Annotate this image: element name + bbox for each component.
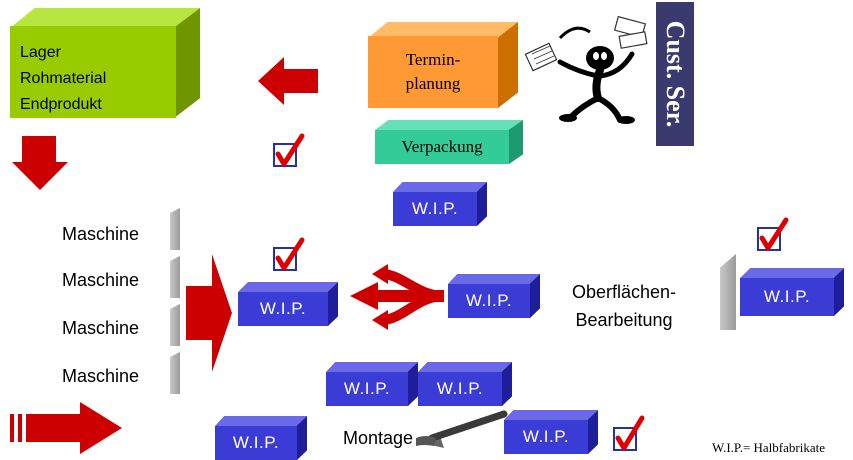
surface-plate [720,254,736,330]
machine-label: Maschine [62,318,140,338]
machine-plate [170,256,180,298]
surface-treatment-label: Oberflächen- Bearbeitung [572,278,676,334]
wip-label: W.I.P. [259,299,307,318]
check-icon [613,415,645,451]
packaging-label: Verpackung [401,137,483,156]
scheduling-line-2: planung [405,74,461,93]
machine-plate [170,208,180,250]
storage-line-1: Lager [20,44,61,61]
surface-treatment-line-2: Bearbeitung [575,310,673,330]
wip-label: W.I.P. [436,379,484,398]
packaging-box: Verpackung [375,120,523,164]
merge-arrow-left [350,264,445,330]
hammer-icon [416,410,508,448]
machine-label: Maschine [62,224,140,244]
wip-box: W.I.P. [448,274,540,318]
check-icon [273,133,305,167]
wip-box: W.I.P. [326,362,418,406]
scheduling-line-1: Termin- [405,50,461,69]
wip-box: W.I.P. [238,282,338,326]
check-icon [273,237,305,271]
customer-service-figure [524,15,648,124]
customer-service-banner: Cust. Ser. [656,2,694,146]
arrow-right-from-machines [186,254,232,372]
wip-label: W.I.P. [763,287,811,306]
machine-plate [170,352,180,394]
arrow-down-from-storage [12,136,68,190]
customer-service-label: Cust. Ser. [661,20,690,128]
machine-label: Maschine [62,366,140,386]
wip-box: W.I.P. [215,416,307,460]
storage-box: Lager Rohmaterial Endprodukt [10,8,200,118]
scheduling-box: Termin- planung [368,22,518,108]
arrow-left-to-storage [258,57,318,105]
legend: W.I.P.= Halbfabrikate [712,440,825,455]
wip-box: W.I.P. [418,362,512,406]
wip-label: W.I.P. [232,433,280,452]
striped-arrow-right [10,402,122,454]
storage-line-3: Endprodukt [20,96,102,113]
wip-box: W.I.P. [393,182,487,226]
machine-label: Maschine [62,270,140,290]
wip-label: W.I.P. [343,379,391,398]
wip-label: W.I.P. [522,427,570,446]
assembly-label: Montage [343,428,414,448]
wip-label: W.I.P. [411,199,459,218]
surface-treatment-line-1: Oberflächen- [572,282,677,302]
wip-label: W.I.P. [465,291,513,310]
check-icon [757,217,789,251]
storage-line-2: Rohmaterial [20,70,107,87]
wip-box: W.I.P. [504,410,598,454]
machine-plate [170,304,180,346]
wip-box: W.I.P. [740,268,844,316]
